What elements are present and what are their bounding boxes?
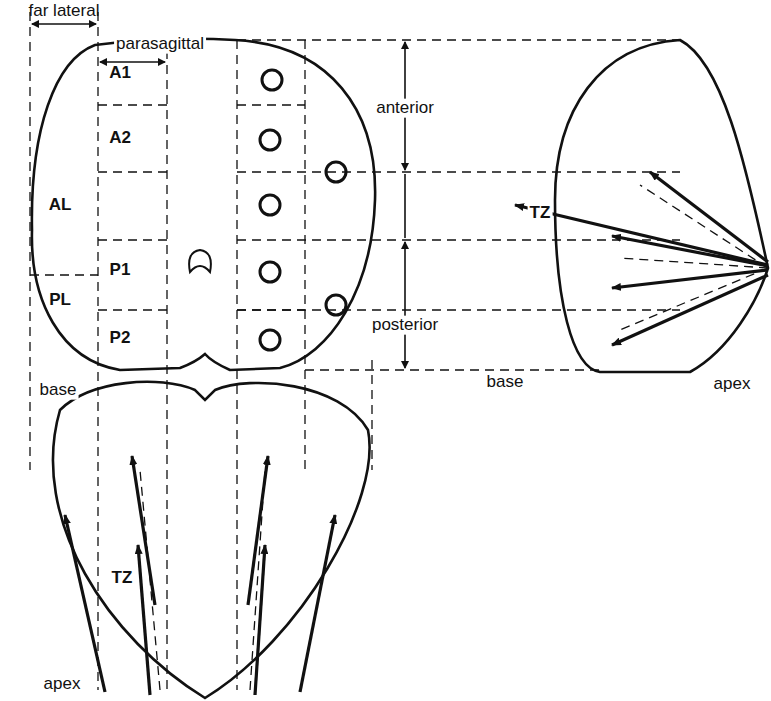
zone-label: A2 (107, 129, 133, 148)
anatomy-label: apex (42, 675, 83, 694)
organ-outlines (32, 39, 768, 698)
needle-holes (260, 70, 346, 350)
anatomy-label: apex (712, 375, 753, 394)
anatomy-label: base (38, 381, 79, 400)
zone-label: TZ (110, 569, 135, 588)
dimension-arrows (32, 24, 405, 368)
zone-label: far lateral (27, 2, 102, 21)
direction-label: posterior (370, 316, 440, 335)
anatomy-label: base (485, 373, 526, 392)
direction-label: anterior (374, 99, 436, 118)
zone-label: P1 (108, 261, 133, 280)
zone-label: P2 (108, 329, 133, 348)
zone-label: PL (47, 291, 73, 310)
zone-label: AL (47, 196, 74, 215)
zone-label: parasagittal (114, 35, 206, 54)
zone-label: A1 (107, 64, 133, 83)
zone-label: TZ (528, 204, 553, 223)
biopsy-arrows (65, 172, 768, 695)
